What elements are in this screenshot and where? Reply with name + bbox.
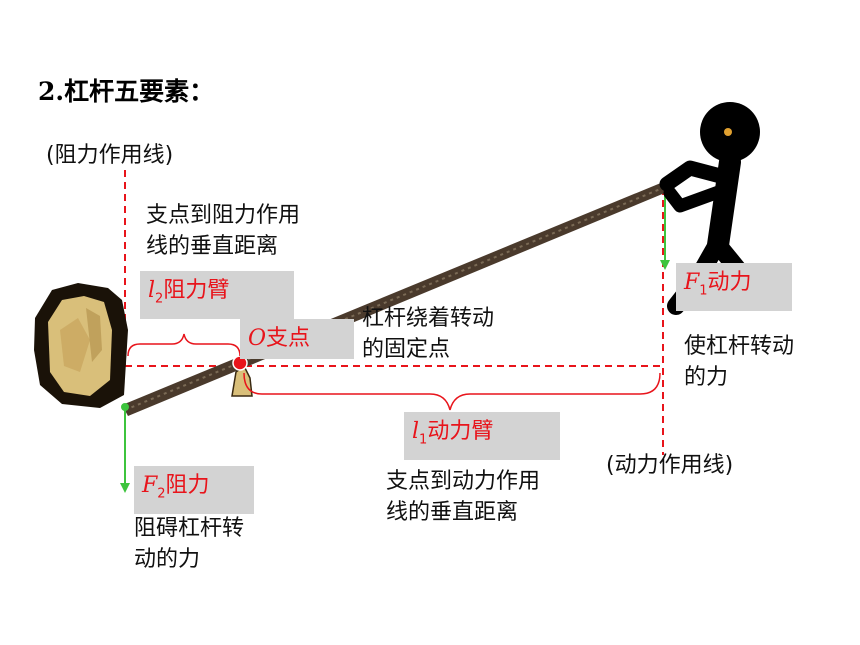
f2-label: F2阻力 xyxy=(134,466,254,515)
fulcrum-label: O支点 xyxy=(240,319,354,359)
resistance-definition: 阻碍杠杆转 动的力 xyxy=(134,516,245,572)
l1-label: l1动力臂 xyxy=(404,412,560,461)
fulcrum-block xyxy=(231,364,253,397)
fulcrum-definition: 杠杆绕着转动 的固定点 xyxy=(362,306,495,362)
l2-brace xyxy=(127,333,241,357)
resistance-arm-definition: 支点到阻力作用 线的垂直距离 xyxy=(146,203,301,259)
effort-definition: 使杠杆转动 的力 xyxy=(684,334,795,390)
page-title: 2.杠杆五要素： xyxy=(38,77,215,106)
resistance-action-line-label: (阻力作用线) xyxy=(46,143,174,168)
rock-icon xyxy=(34,283,128,408)
l1-brace xyxy=(243,372,661,411)
effort-action-line-label: (动力作用线) xyxy=(606,453,734,478)
effort-arm-definition: 支点到动力作用 线的垂直距离 xyxy=(386,469,541,525)
f1-label: F1动力 xyxy=(676,263,792,312)
l2-label: l2阻力臂 xyxy=(140,271,294,320)
